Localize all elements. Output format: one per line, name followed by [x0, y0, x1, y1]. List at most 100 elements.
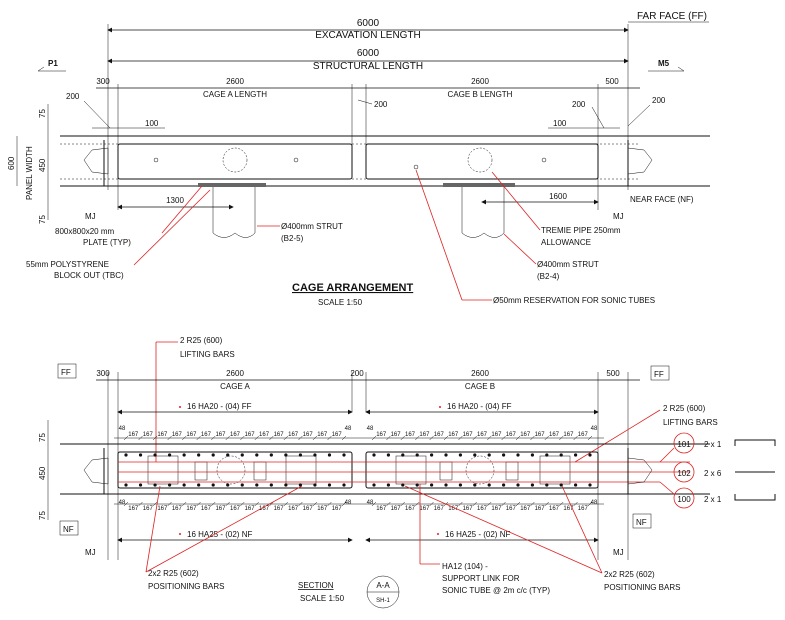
spacing-tick [573, 501, 578, 507]
spacing-167-label: 167 [303, 506, 314, 512]
cage-bar-dot [211, 453, 215, 457]
plate-note-2: PLATE (TYP) [83, 238, 131, 247]
spacing-tick [254, 435, 259, 441]
spacing-167-label: 167 [230, 506, 241, 512]
spacing-tick [152, 435, 158, 441]
spacing-167-label: 167 [259, 432, 270, 438]
sec-mj-left: MJ [85, 548, 96, 557]
cage-bar-dot [197, 453, 201, 457]
mark-100-qty: 2 x 1 [704, 495, 722, 504]
spacing-167-label: 167 [520, 432, 531, 438]
spacing-tick [515, 501, 521, 507]
spacing-48-label: 48 [119, 500, 126, 506]
section-title: SECTION [298, 581, 334, 590]
plate-b [443, 183, 515, 187]
spacing-167-label: 167 [245, 432, 256, 438]
spacing-tick [240, 501, 245, 507]
dim-200-right-b: 200 [652, 96, 666, 105]
sec-dim-75-bot: 75 [38, 511, 47, 520]
spacing-167-label: 167 [317, 432, 328, 438]
spacing-167-label: 167 [391, 506, 402, 512]
section-scale: SCALE 1:50 [300, 594, 345, 603]
spacing-167-label: 167 [535, 432, 546, 438]
cage-bar-dot [138, 483, 143, 487]
shape-101 [734, 439, 776, 446]
ff-bars-a: 16 HA20 - (04) FF [187, 402, 252, 411]
cage-bar-dot [487, 453, 491, 457]
spacing-48-label: 48 [367, 426, 374, 432]
spacing-tick [415, 435, 420, 441]
spacing-167-label: 167 [535, 506, 546, 512]
cage-a [117, 143, 353, 180]
spacing-167-label: 167 [463, 506, 474, 512]
cage-bar-dot [588, 483, 592, 487]
strut-b-note-2: (B2-4) [537, 272, 560, 281]
cage-bar-dot [372, 453, 376, 457]
spacing-tick [443, 435, 449, 441]
spacing-167-label: 167 [128, 432, 139, 438]
spacing-tick [501, 435, 506, 441]
spacing-tick [386, 501, 391, 507]
spacing-167-label: 167 [448, 432, 459, 438]
mark-100-bubble [673, 487, 695, 509]
spacing-tick [123, 435, 129, 441]
cage-bar-dot [574, 453, 578, 457]
mark-102-qty: 2 x 6 [704, 469, 722, 478]
stop-end-left [83, 147, 109, 175]
strut-b-note-1: Ø400mm STRUT [537, 260, 599, 269]
mark-101: 101 [677, 440, 691, 449]
near-face-label: NEAR FACE (NF) [630, 195, 694, 204]
cage-a-tremie [222, 147, 248, 173]
cage-bar-dot [269, 453, 273, 457]
spacing-tick [458, 435, 463, 441]
spacing-167-label: 167 [201, 506, 212, 512]
cage-bar-dot [430, 453, 434, 457]
ff-bars-b: 16 HA20 - (04) FF [447, 402, 512, 411]
spacing-tick [341, 435, 347, 441]
cage-bar-dot [458, 483, 462, 487]
cage-bar-dot [269, 483, 273, 487]
plate-a [198, 183, 266, 187]
cage-b [365, 143, 599, 180]
cage-bar-dot [372, 483, 376, 487]
spacing-167-label: 167 [186, 432, 197, 438]
spacing-tick [515, 435, 521, 441]
tremie-note-1: TREMIE PIPE 250mm [541, 226, 621, 235]
cage-bar-dot [342, 453, 346, 457]
cage-bar-dot [255, 483, 259, 487]
spacing-167-label: 167 [391, 432, 402, 438]
cage-arrangement-plan: FAR FACE (FF) 6000 EXCAVATION LENGTH 600… [7, 11, 710, 307]
spacing-tick [501, 501, 506, 507]
ff-tag-right [650, 365, 670, 381]
pos-a-note-1: 2x2 R25 (602) [148, 569, 199, 578]
spacing-tick [587, 435, 593, 441]
spacing-tick [211, 435, 216, 441]
lifting-a-note-2: LIFTING BARS [180, 350, 235, 359]
spacing-tick [283, 435, 289, 441]
spacing-tick [573, 435, 578, 441]
cage-bar-dot [240, 483, 244, 487]
spacing-48-label: 48 [345, 500, 352, 506]
sonic-tube-note: Ø50mm RESERVATION FOR SONIC TUBES [493, 296, 655, 305]
nf-right: NF [636, 518, 647, 527]
pos-b-note-2: POSITIONING BARS [604, 583, 680, 592]
section-bubble-bot: SH-1 [376, 598, 390, 604]
spacing-167-label: 167 [506, 432, 517, 438]
spacing-tick [429, 501, 434, 507]
nf-bars-a: 16 HA25 - (02) NF [187, 530, 252, 539]
excavation-label: EXCAVATION LENGTH [315, 30, 421, 41]
dim-500: 500 [605, 77, 619, 86]
cage-bar-dot [487, 483, 491, 487]
spacing-167-label: 167 [143, 506, 154, 512]
cage-bar-dot [182, 453, 186, 457]
cage-bar-dot [444, 483, 448, 487]
spacing-167-label: 167 [259, 506, 270, 512]
spacing-167-label: 167 [434, 506, 445, 512]
nf-tag-left [59, 520, 79, 536]
lifting-b-note-2: LIFTING BARS [663, 418, 718, 427]
cage-bar-dot [502, 453, 506, 457]
spacing-167-label: 167 [376, 432, 387, 438]
